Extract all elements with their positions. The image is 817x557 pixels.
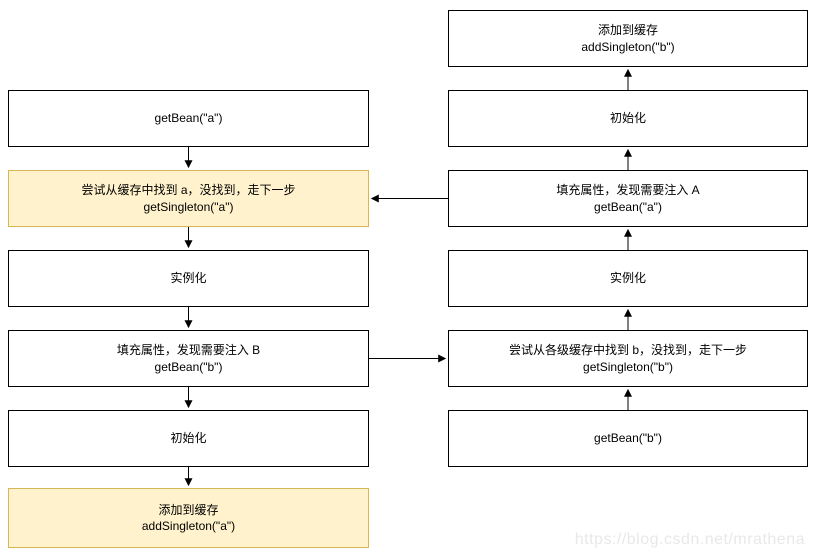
box-text: getBean("b") bbox=[594, 431, 662, 446]
box-initialize-b: 初始化 bbox=[448, 90, 808, 147]
box-text: 初始化 bbox=[609, 111, 646, 126]
box-text: 实例化 bbox=[609, 271, 646, 286]
box-code-text: addSingleton("a") bbox=[141, 519, 236, 533]
box-text: 填充属性，发现需要注入 B bbox=[116, 343, 261, 358]
box-code-text: addSingleton("b") bbox=[581, 39, 675, 54]
box-instantiate-b: 实例化 bbox=[448, 250, 808, 307]
box-getbean-b: getBean("b") bbox=[448, 410, 808, 467]
box-text: 添加到缓存 bbox=[597, 23, 658, 38]
box-text: 初始化 bbox=[170, 431, 207, 446]
box-populate-a: 填充属性，发现需要注入 B getBean("b") bbox=[8, 330, 369, 387]
box-getsingleton-a: 尝试从缓存中找到 a，没找到，走下一步 getSingleton("a") bbox=[8, 170, 369, 227]
watermark-text: https://blog.csdn.net/mrathena bbox=[574, 531, 805, 548]
box-addsingleton-b: 添加到缓存 addSingleton("b") bbox=[448, 10, 808, 67]
box-addsingleton-a: 添加到缓存 addSingleton("a") bbox=[8, 488, 369, 548]
box-instantiate-a: 实例化 bbox=[8, 250, 369, 307]
box-populate-b: 填充属性，发现需要注入 A getBean("a") bbox=[448, 170, 808, 227]
box-initialize-a: 初始化 bbox=[8, 410, 369, 467]
box-text: 尝试从缓存中找到 a，没找到，走下一步 bbox=[81, 183, 296, 198]
box-code-text: getSingleton("b") bbox=[583, 359, 673, 374]
box-code-text: getSingleton("a") bbox=[143, 199, 234, 214]
box-getbean-a: getBean("a") bbox=[8, 90, 369, 147]
box-text: 填充属性，发现需要注入 A bbox=[556, 183, 700, 198]
box-code-text: getBean("a") bbox=[594, 199, 662, 214]
box-text: getBean("a") bbox=[154, 111, 223, 126]
box-code-text: getBean("b") bbox=[154, 359, 223, 374]
box-getsingleton-b: 尝试从各级缓存中找到 b，没找到，走下一步 getSingleton("b") bbox=[448, 330, 808, 387]
box-text: 添加到缓存 bbox=[158, 502, 219, 517]
box-text: 实例化 bbox=[170, 271, 207, 286]
box-text: 尝试从各级缓存中找到 b，没找到，走下一步 bbox=[508, 343, 747, 358]
